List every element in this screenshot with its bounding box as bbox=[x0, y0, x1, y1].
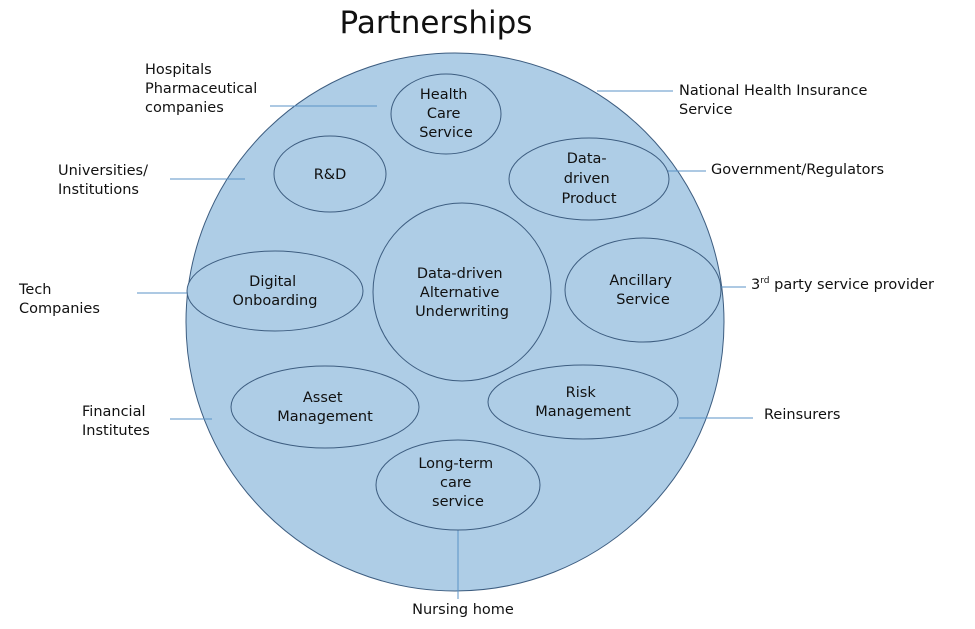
node-label: Risk Management bbox=[535, 385, 631, 420]
node-label: R&D bbox=[314, 167, 347, 183]
node-label: Ancillary Service bbox=[609, 273, 676, 308]
node-health-care-service: Health Care Service bbox=[390, 73, 502, 155]
node-data-driven-product: Data- driven Product bbox=[508, 137, 670, 221]
node-label: Data-driven Alternative Underwriting bbox=[415, 266, 509, 320]
partner-national-health-insurance: National Health Insurance Service bbox=[679, 83, 872, 118]
partner-universities: Universities/ Institutions bbox=[58, 163, 153, 198]
partner-government-regulators: Government/Regulators bbox=[711, 162, 884, 178]
diagram-title: Partnerships bbox=[340, 5, 533, 41]
partner-hospitals-pharma: Hospitals Pharmaceutical companies bbox=[145, 62, 262, 116]
partner-third-party-provider: 3rd party service provider bbox=[751, 276, 934, 293]
partner-tech-companies: Tech Companies bbox=[18, 282, 100, 317]
node-label: Digital Onboarding bbox=[233, 274, 318, 309]
node-data-driven-alternative-underwriting: Data-driven Alternative Underwriting bbox=[372, 202, 552, 382]
node-long-term-care-service: Long-term care service bbox=[375, 439, 541, 531]
node-risk-management: Risk Management bbox=[487, 364, 679, 440]
node-label: Asset Management bbox=[277, 390, 373, 425]
partner-nursing-home: Nursing home bbox=[412, 602, 514, 618]
partner-reinsurers: Reinsurers bbox=[764, 407, 840, 423]
node-label: Health Care Service bbox=[419, 87, 473, 141]
partner-financial-institutes: Financial Institutes bbox=[82, 404, 150, 439]
node-digital-onboarding: Digital Onboarding bbox=[186, 250, 364, 332]
node-asset-management: Asset Management bbox=[230, 365, 420, 449]
node-label: Long-term care service bbox=[418, 456, 497, 510]
node-r-and-d: R&D bbox=[273, 135, 387, 213]
node-ancillary-service: Ancillary Service bbox=[564, 237, 722, 343]
node-label: Data- driven Product bbox=[561, 151, 616, 207]
